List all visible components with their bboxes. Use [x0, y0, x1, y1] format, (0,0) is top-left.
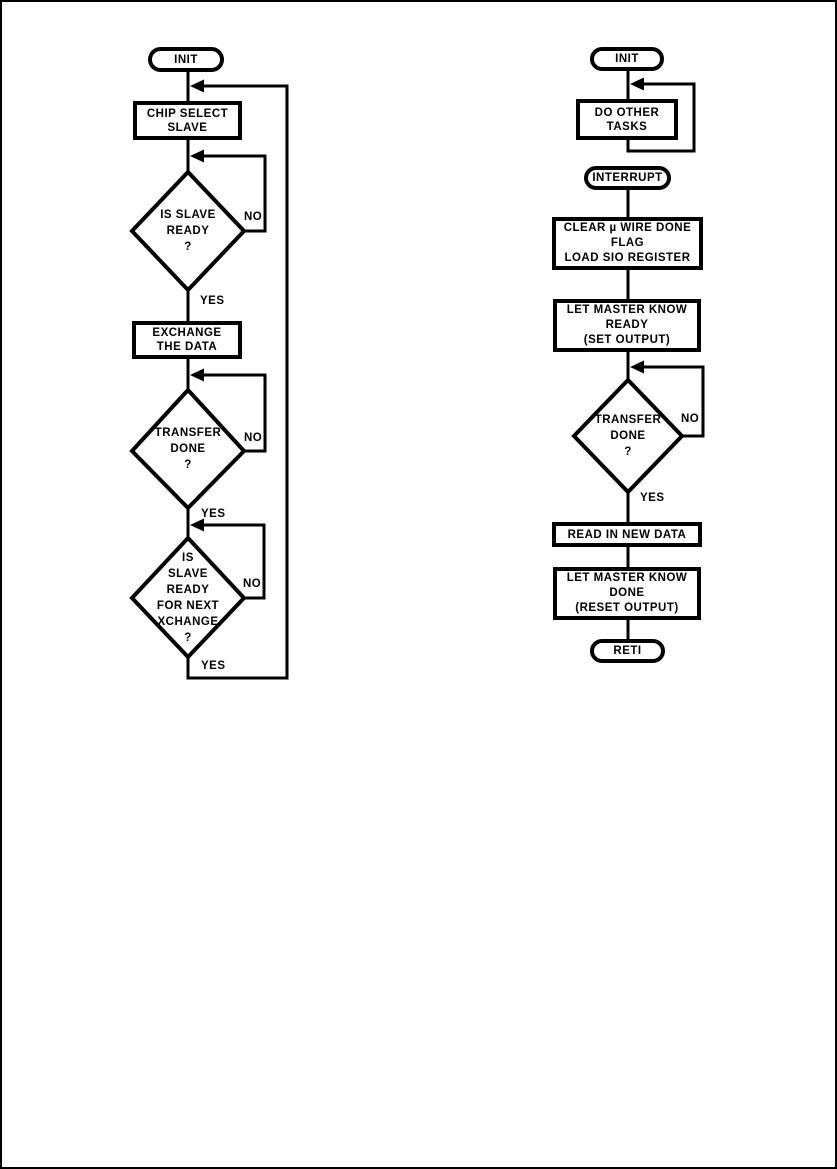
- left-flowchart-diamonds: [129, 169, 247, 660]
- edge-label-next-no: NO: [243, 578, 262, 590]
- connector-transfer-no-loop: [196, 373, 267, 453]
- left-init-terminal: INIT: [148, 47, 224, 72]
- arrowhead-next-no: [190, 518, 204, 532]
- edge-label-next-yes: YES: [201, 660, 226, 672]
- process-read-in-new-data: READ IN NEW DATA: [552, 522, 702, 547]
- decision-is-slave-ready-label: IS SLAVE READY ?: [160, 209, 216, 253]
- process-clear-uwire-done-flag: CLEAR µ WIRE DONE FLAG LOAD SIO REGISTER: [552, 217, 703, 270]
- decision-transfer-done-label: TRANSFER DONE ?: [154, 427, 222, 471]
- edge-label-transfer-yes: YES: [201, 508, 226, 520]
- connector-next-yes-big-loop: [186, 84, 289, 680]
- right-init-terminal: INIT: [590, 47, 664, 71]
- process-exchange-the-data: EXCHANGE THE DATA: [132, 321, 242, 359]
- reti-terminal: RETI: [590, 639, 665, 663]
- connector-tasks-self-loop: [626, 82, 696, 153]
- edge-label-ready-no: NO: [244, 211, 263, 223]
- decision-transfer-done-right-label: TRANSFER DONE ?: [594, 414, 662, 458]
- decision-ready-for-next-shape: [129, 535, 247, 660]
- decision-transfer-done-shape: [129, 387, 247, 511]
- process-let-master-know-done: LET MASTER KNOW DONE (RESET OUTPUT): [553, 567, 701, 620]
- decision-transfer-done-right-shape: [571, 377, 685, 495]
- connector-transfer-no-loop-right: [636, 365, 705, 438]
- edge-label-transfer-no-right: NO: [681, 413, 700, 425]
- arrowhead-big-loop: [190, 79, 204, 93]
- decision-is-slave-ready-shape: [129, 169, 247, 293]
- edge-label-transfer-yes-right: YES: [640, 492, 665, 504]
- edge-label-ready-yes: YES: [200, 295, 225, 307]
- right-flowchart-arrowheads: [630, 77, 644, 374]
- connector-ready-no-loop: [196, 154, 267, 233]
- left-flowchart-wires: [186, 70, 289, 680]
- arrowhead-transfer-no-right: [630, 360, 644, 374]
- process-chip-select-slave: CHIP SELECT SLAVE: [133, 101, 242, 140]
- left-flowchart-arrowheads: [190, 79, 204, 532]
- connector-next-no-loop: [196, 523, 266, 600]
- interrupt-terminal: INTERRUPT: [584, 166, 671, 190]
- process-do-other-tasks: DO OTHER TASKS: [576, 99, 678, 140]
- edge-label-transfer-no: NO: [244, 432, 263, 444]
- decision-ready-for-next-label: IS SLAVE READY FOR NEXT XCHANGE ?: [156, 552, 220, 644]
- process-let-master-know-ready: LET MASTER KNOW READY (SET OUTPUT): [553, 299, 701, 352]
- arrowhead-transfer-no: [190, 368, 204, 382]
- right-flowchart-wires: [626, 69, 705, 641]
- right-flowchart-diamonds: [571, 377, 685, 495]
- arrowhead-ready-no: [190, 149, 204, 163]
- arrowhead-tasks-loop: [630, 77, 644, 91]
